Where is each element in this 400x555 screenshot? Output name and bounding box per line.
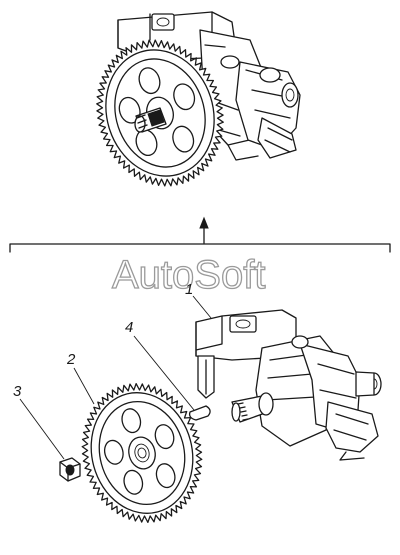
drive-gear: [81, 383, 203, 523]
leader-lines: [19, 295, 212, 460]
callout-4: 4: [125, 319, 133, 336]
assembled-oil-pump: [96, 11, 301, 187]
leader-line-3: [19, 398, 65, 460]
leader-line-1: [192, 295, 212, 319]
exploded-bracket: [9, 216, 391, 253]
top-drive-gear: [96, 39, 224, 187]
watermark-text: AutoSoft: [112, 253, 265, 297]
callout-3: 3: [13, 383, 22, 400]
callout-2: 2: [66, 351, 76, 368]
woodruff-key: [188, 405, 211, 421]
pump-body-assembly: [195, 309, 382, 461]
callout-1: 1: [185, 281, 193, 298]
leader-line-2: [73, 367, 95, 405]
leader-line-4: [133, 335, 195, 411]
hex-nut: [59, 457, 81, 482]
